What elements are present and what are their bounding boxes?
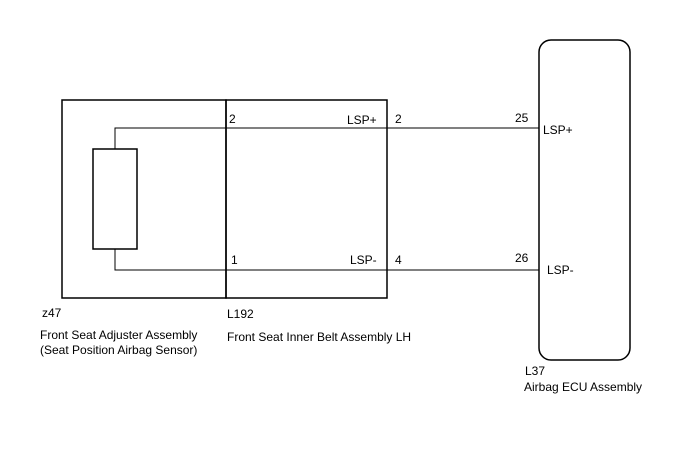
belt-code: L192 — [227, 307, 254, 321]
sensor-code: z47 — [42, 306, 62, 320]
ecu-code: L37 — [525, 364, 546, 378]
belt-name: Front Seat Inner Belt Assembly LH — [227, 330, 412, 344]
belt-signal-lsp-minus: LSP- — [350, 253, 377, 267]
sensor-assembly-box — [61, 99, 227, 299]
ecu-assembly-box — [538, 39, 631, 361]
sensor-name-line1: Front Seat Adjuster Assembly — [40, 328, 198, 342]
sensor-upper-lead — [114, 127, 226, 149]
belt-pin-lower-left: 1 — [231, 253, 238, 267]
sensor-name-line2: (Seat Position Airbag Sensor) — [40, 343, 198, 357]
belt-pin-lower-right: 4 — [395, 253, 402, 267]
sensor-lower-lead — [114, 249, 226, 271]
ecu-signal-lsp-minus: LSP- — [547, 263, 574, 277]
ecu-signal-lsp-plus: LSP+ — [543, 123, 573, 137]
ecu-pin-lower: 26 — [515, 251, 529, 265]
belt-assembly-box — [225, 99, 388, 299]
belt-pin-upper-right: 2 — [395, 112, 402, 126]
ecu-name: Airbag ECU Assembly — [524, 380, 643, 394]
ecu-pin-upper: 25 — [515, 111, 529, 125]
belt-signal-lsp-plus: LSP+ — [347, 113, 377, 127]
belt-pin-upper-left: 2 — [229, 112, 236, 126]
sensor-element-resistor — [92, 148, 138, 250]
